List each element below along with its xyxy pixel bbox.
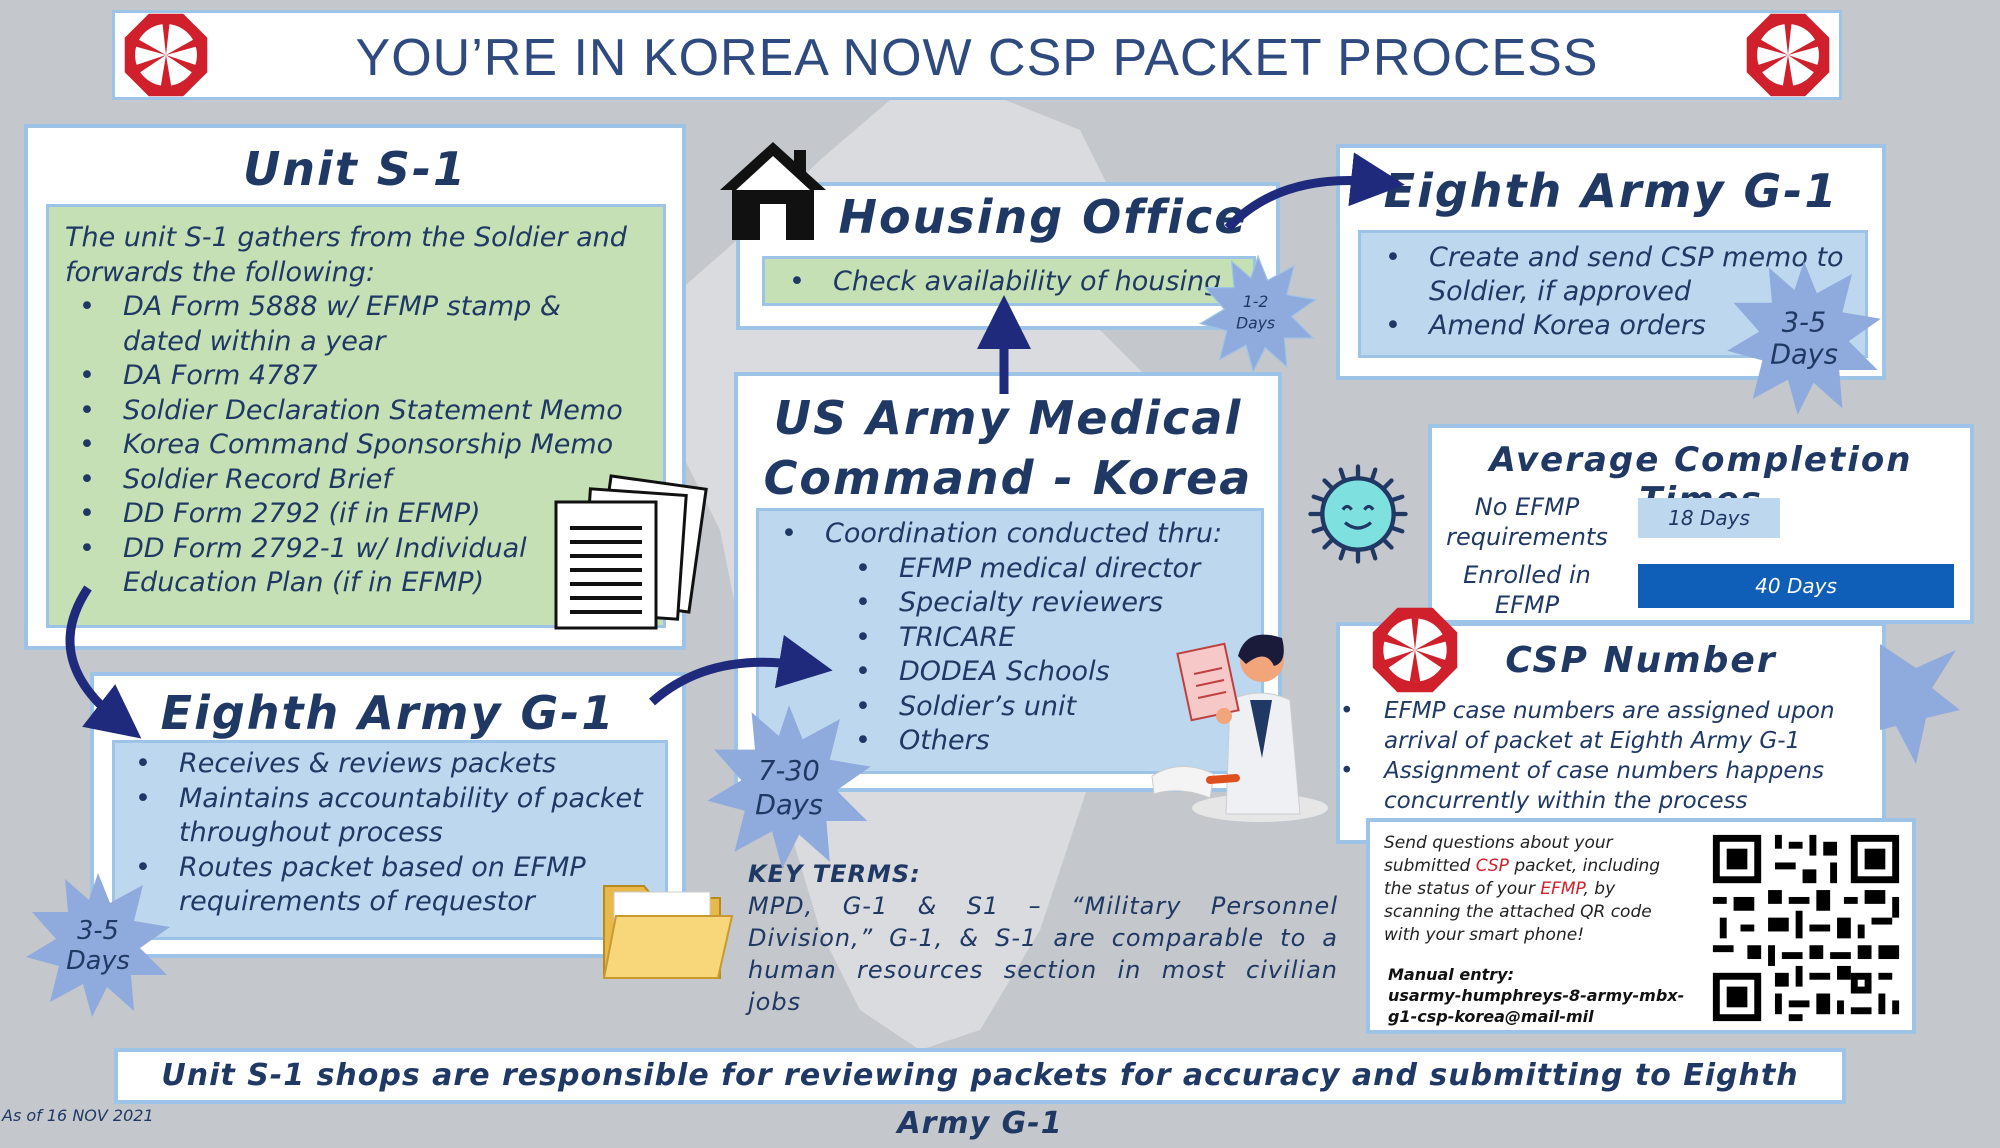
contact-highlight-efmp: EFMP [1540,879,1584,899]
folder-icon [602,885,734,979]
contact-text: Send questions about your submitted CSP … [1384,833,1661,945]
csp-number-item: Assignment of case numbers happens concu… [1340,756,1876,816]
house-icon [720,142,826,240]
g1-top-card: Eighth Army G-1 Create and send CSP memo… [1336,144,1886,380]
badge-g1-top-line2: Days [1770,340,1838,371]
g1-bottom-item: Receives & reviews packets [135,747,655,782]
g1-bottom-card: Eighth Army G-1 Receives & reviews packe… [90,672,686,958]
g1-top-item: Amend Korea orders [1385,309,1855,343]
octagon-logo-csp-icon [1372,607,1458,693]
decor-star-partial-icon [1880,644,1960,764]
badge-g1-top-3-5-days: 3-5 Days [1727,261,1881,415]
medcom-lead: Coordination conducted thru: [781,517,1251,552]
medcom-heading-line1: US Army Medical [773,391,1243,445]
badge-housing-1-2-days: 1-2 Days [1198,254,1318,374]
avg-bar-no-efmp: 18 Days [1638,498,1780,538]
unit-s1-item: Soldier Record Brief [79,463,647,498]
avg-row-label-no-efmp: No EFMP requirements [1446,493,1608,551]
g1-top-heading: Eighth Army G-1 [1383,164,1839,218]
badge-g1-bottom-3-5-days: 3-5 Days [26,873,170,1017]
key-terms-body: MPD, G-1 & S1 – “Military Personnel Divi… [748,892,1338,1016]
g1-top-item: Create and send CSP memo to Soldier, if … [1385,241,1855,309]
badge-g1-bottom-line1: 3-5 [77,916,119,946]
unit-s1-item: DD Form 2792 (if in EFMP) [79,497,543,532]
footer-text: Unit S-1 shops are responsible for revie… [161,1058,1799,1141]
badge-housing-line2: Days [1236,314,1275,332]
medcom-heading-line2: Command - Korea [763,451,1253,505]
unit-s1-item: Soldier Declaration Statement Memo [79,394,647,429]
badge-housing-line1: 1-2 [1243,293,1268,311]
unit-s1-heading: Unit S-1 [242,142,468,196]
qr-code-icon[interactable] [1706,828,1906,1028]
badge-medcom-line1: 7-30 [758,756,820,787]
unit-s1-item: DA Form 5888 w/ EFMP stamp & dated withi… [79,290,647,359]
unit-s1-intro: The unit S-1 gathers from the Soldier an… [65,222,627,288]
unit-s1-list: DA Form 5888 w/ EFMP stamp & dated withi… [65,290,647,601]
badge-medcom-line2: Days [755,790,823,821]
medcom-card: US Army Medical Command - Korea Coordina… [734,372,1282,792]
g1-bottom-item: Maintains accountability of packet throu… [135,782,655,851]
medcom-item: Soldier’s unit [855,690,1251,725]
virus-smiley-icon [1308,464,1408,564]
avg-row-label-efmp: Enrolled in EFMP [1463,561,1591,619]
csp-number-heading: CSP Number [1505,640,1777,681]
octagon-logo-right-icon [1746,13,1830,97]
unit-s1-item: DA Form 4787 [79,359,647,394]
medcom-body: Coordination conducted thru: EFMP medica… [756,508,1264,774]
badge-g1-top-line1: 3-5 [1782,308,1826,339]
medcom-item: TRICARE [855,621,1251,656]
date-note: As of 16 NOV 2021 [2,1106,154,1125]
housing-item: Check availability of housing [789,263,1243,301]
page-title: YOU’RE IN KOREA NOW CSP PACKET PROCESS [355,29,1599,87]
documents-icon [554,474,708,630]
contact-card: Send questions about your submitted CSP … [1366,818,1916,1034]
housing-heading: Housing Office [838,190,1248,244]
g1-bottom-item: Routes packet based on EFMP requirements… [135,851,655,920]
key-terms: KEY TERMS: MPD, G-1 & S1 – “Military Per… [748,858,1338,1018]
avg-bar-efmp: 40 Days [1638,564,1954,608]
title-bar: YOU’RE IN KOREA NOW CSP PACKET PROCESS [112,10,1842,100]
badge-g1-bottom-line2: Days [66,946,130,976]
g1-bottom-body: Receives & reviews packets Maintains acc… [112,740,668,940]
badge-medcom-7-30-days: 7-30 Days [707,705,871,869]
medcom-item: EFMP medical director [855,552,1251,587]
avg-times-card: Average Completion Times No EFMP require… [1428,424,1974,624]
footer-banner: Unit S-1 shops are responsible for revie… [114,1048,1846,1141]
contact-highlight-csp: CSP [1475,856,1509,876]
octagon-logo-left-icon [124,13,208,97]
key-terms-heading: KEY TERMS: [748,860,921,888]
medcom-item: Specialty reviewers [855,586,1251,621]
medcom-item: Others [855,724,1251,759]
doctor-illustration-icon [1151,634,1328,822]
g1-bottom-heading: Eighth Army G-1 [160,686,616,740]
manual-entry-label: Manual entry: [1388,965,1514,984]
unit-s1-item: DD Form 2792-1 w/ Individual Education P… [79,532,543,601]
manual-entry-email[interactable]: usarmy-humphreys-8-army-mbx-g1-csp-korea… [1388,986,1685,1026]
medcom-item: DODEA Schools [855,655,1251,690]
housing-office-card: Housing Office Check availability of hou… [736,182,1280,330]
csp-number-body: EFMP case numbers are assigned upon arri… [1340,696,1876,816]
csp-number-item: EFMP case numbers are assigned upon arri… [1340,696,1876,756]
unit-s1-item: Korea Command Sponsorship Memo [79,428,647,463]
